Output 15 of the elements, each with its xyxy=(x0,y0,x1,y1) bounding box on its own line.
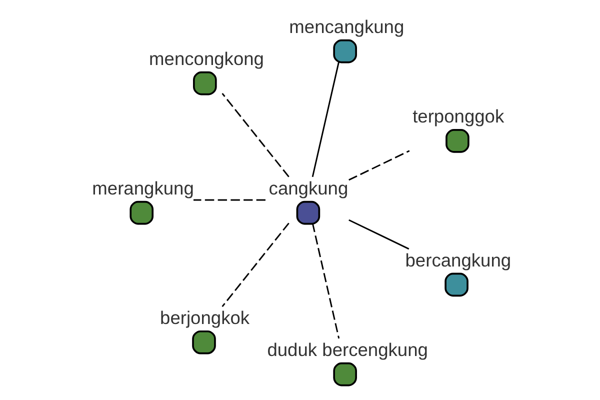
node-label: merangkung xyxy=(92,177,194,198)
connector xyxy=(312,61,340,178)
node-label: berjongkok xyxy=(160,307,250,328)
connector xyxy=(194,199,266,201)
connector xyxy=(222,92,290,178)
node-label: mencangkung xyxy=(289,16,404,37)
connector xyxy=(312,222,340,339)
node-label: bercangkung xyxy=(405,249,512,270)
connector xyxy=(348,219,410,250)
node-label: mencongkong xyxy=(149,48,264,69)
connector xyxy=(222,222,290,308)
node-label: duduk bercengkung xyxy=(267,339,428,360)
connector xyxy=(348,150,410,181)
node-label: cangkung xyxy=(268,177,348,198)
node-label: terponggok xyxy=(412,106,504,127)
